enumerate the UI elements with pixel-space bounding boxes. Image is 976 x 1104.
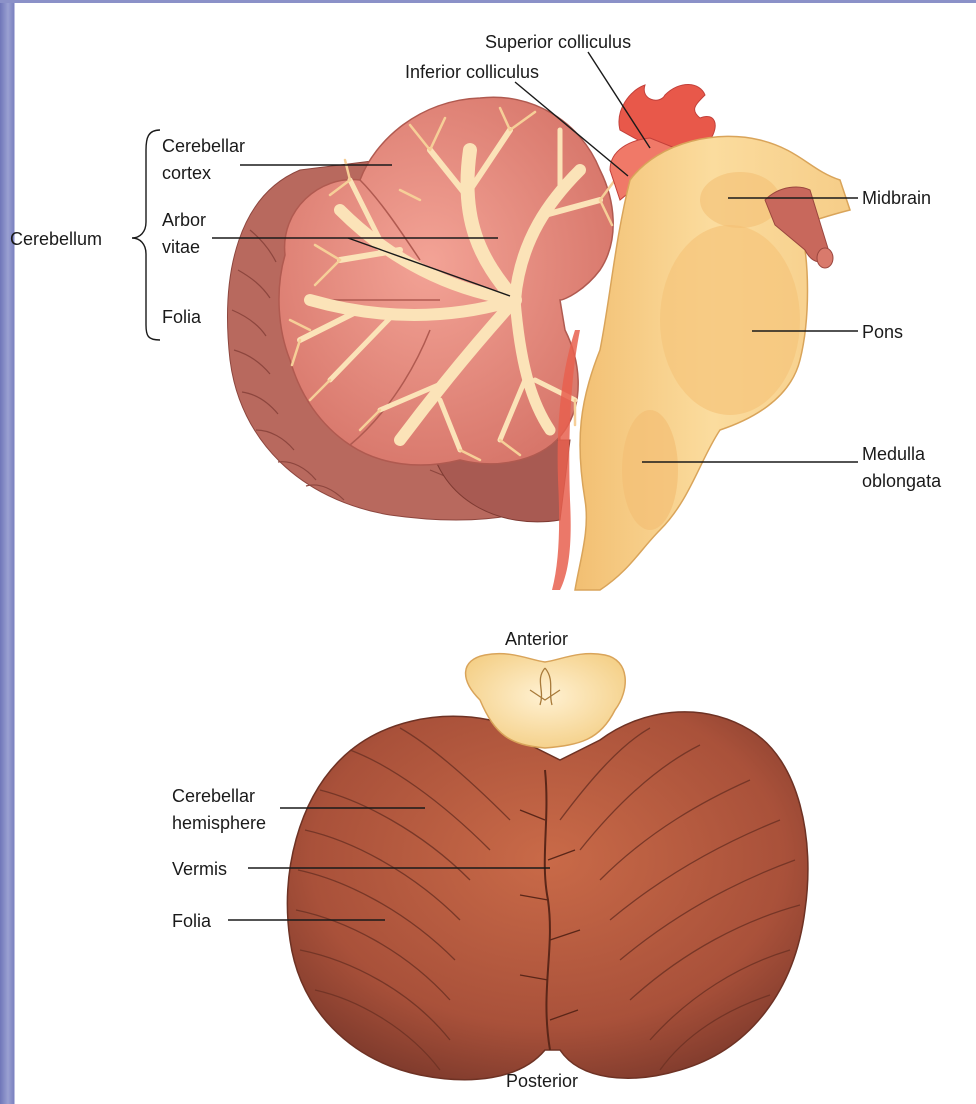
label-posterior: Posterior bbox=[506, 1071, 578, 1091]
label-midbrain: Midbrain bbox=[862, 188, 931, 208]
cranial-nerve-end bbox=[817, 248, 833, 268]
label-pons: Pons bbox=[862, 322, 903, 342]
label-cerebellar-hemisphere-line1: Cerebellar bbox=[172, 786, 255, 806]
medulla-shape bbox=[622, 410, 678, 530]
label-cerebellar-cortex-line1: Cerebellar bbox=[162, 136, 245, 156]
label-cerebellum: Cerebellum bbox=[10, 229, 102, 249]
label-folia-bottom: Folia bbox=[172, 911, 212, 931]
label-medulla-line1: Medulla bbox=[862, 444, 926, 464]
label-folia-top: Folia bbox=[162, 307, 202, 327]
label-arbor-vitae-line1: Arbor bbox=[162, 210, 206, 230]
label-vermis: Vermis bbox=[172, 859, 227, 879]
label-cerebellar-hemisphere-line2: hemisphere bbox=[172, 813, 266, 833]
label-superior-colliculus: Superior colliculus bbox=[485, 32, 631, 52]
label-medulla-line2: oblongata bbox=[862, 471, 942, 491]
label-inferior-colliculus: Inferior colliculus bbox=[405, 62, 539, 82]
label-anterior: Anterior bbox=[505, 629, 568, 649]
pons-shape bbox=[660, 225, 800, 415]
label-arbor-vitae-line2: vitae bbox=[162, 237, 200, 257]
sagittal-view bbox=[228, 84, 850, 590]
inferior-view bbox=[287, 654, 807, 1080]
label-cerebellar-cortex-line2: cortex bbox=[162, 163, 211, 183]
